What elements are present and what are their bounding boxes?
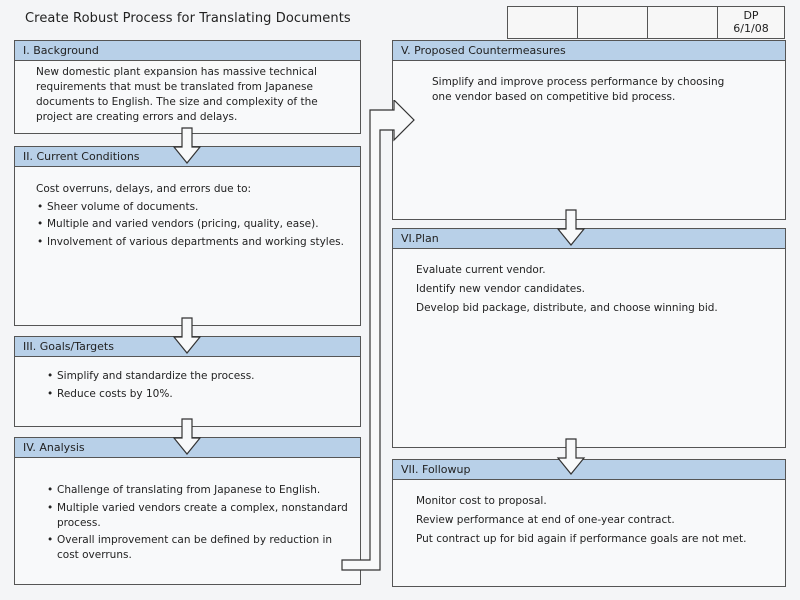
list-item: Review performance at end of one-year co… <box>416 514 675 526</box>
section-goals-targets: III. Goals/Targets Simplify and standard… <box>14 336 361 427</box>
section-heading: VII. Followup <box>393 460 785 480</box>
list-item: Involvement of various departments and w… <box>36 235 350 250</box>
background-text: New domestic plant expansion has massive… <box>36 66 318 123</box>
header-cell-owner-date: DP 6/1/08 <box>718 7 784 38</box>
report-date: 6/1/08 <box>733 22 769 35</box>
owner-initials: DP <box>743 9 759 22</box>
list-item: Evaluate current vendor. <box>416 264 546 276</box>
list-item: Overall improvement can be defined by re… <box>46 533 350 563</box>
section-analysis: IV. Analysis Challenge of translating fr… <box>14 437 361 585</box>
list-item: Multiple and varied vendors (pricing, qu… <box>36 217 350 232</box>
section-plan: VI.Plan Evaluate current vendor. Identif… <box>392 228 786 448</box>
list-item: Challenge of translating from Japanese t… <box>46 483 350 498</box>
section-current-conditions: II. Current Conditions Cost overruns, de… <box>14 146 361 326</box>
section-heading: VI.Plan <box>393 229 785 249</box>
countermeasures-text: Simplify and improve process performance… <box>432 76 725 103</box>
header-cell-empty <box>648 7 718 38</box>
connector-arrow-icon <box>341 100 415 571</box>
section-heading: I. Background <box>15 41 360 61</box>
section-background: I. Background New domestic plant expansi… <box>14 40 361 134</box>
down-arrow-icon <box>172 317 202 354</box>
list-item: Reduce costs by 10%. <box>46 387 350 402</box>
list-item: Simplify and standardize the process. <box>46 369 350 384</box>
header-cell-empty <box>578 7 648 38</box>
list-item: Identify new vendor candidates. <box>416 283 586 295</box>
page-title: Create Robust Process for Translating Do… <box>25 11 351 26</box>
section-heading: V. Proposed Countermeasures <box>393 41 785 61</box>
down-arrow-icon <box>172 418 202 455</box>
section-proposed-countermeasures: V. Proposed Countermeasures Simplify and… <box>392 40 786 220</box>
list-item: Sheer volume of documents. <box>36 200 350 215</box>
section-followup: VII. Followup Monitor cost to proposal. … <box>392 459 786 587</box>
list-item: Monitor cost to proposal. <box>416 495 547 507</box>
current-intro: Cost overruns, delays, and errors due to… <box>36 183 252 195</box>
down-arrow-icon <box>556 438 586 475</box>
header-info-grid: DP 6/1/08 <box>507 6 785 39</box>
header-cell-empty <box>508 7 578 38</box>
down-arrow-icon <box>556 209 586 246</box>
list-item: Develop bid package, distribute, and cho… <box>416 302 718 314</box>
list-item: Multiple varied vendors create a complex… <box>46 501 350 531</box>
down-arrow-icon <box>172 127 202 164</box>
list-item: Put contract up for bid again if perform… <box>416 533 747 545</box>
